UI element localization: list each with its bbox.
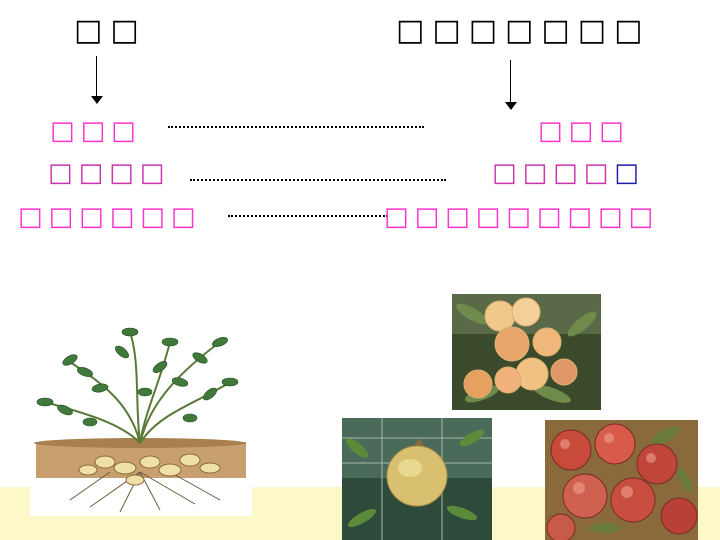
pomegranate-fruit-icon (342, 418, 492, 540)
peach-fruit-icon (452, 294, 601, 410)
down-arrow-icon (91, 56, 103, 104)
row1-left-term: □□□ (50, 116, 142, 146)
peanut-plant-icon (30, 322, 252, 516)
row1-dotted-connector (168, 126, 424, 128)
row3-dotted-connector (228, 215, 388, 217)
down-arrow-icon (505, 60, 517, 110)
row2-right-suffix: □ (614, 158, 645, 188)
row2-right-text: □□□□ (492, 158, 615, 188)
header-right-label: □□□□□□□ (396, 13, 651, 48)
row2-dotted-connector (190, 179, 446, 181)
header-left-label: □□ (74, 13, 147, 48)
row2-left-term: □□□□ (48, 158, 171, 188)
row1-right-term: □□□ (538, 116, 630, 146)
apple-fruit-icon (545, 420, 698, 540)
row3-left-term: □□□□□□ (18, 202, 202, 232)
row2-right-term: □□□□□ (492, 160, 645, 186)
row3-right-term: □□□□□□□□□ (384, 202, 660, 232)
